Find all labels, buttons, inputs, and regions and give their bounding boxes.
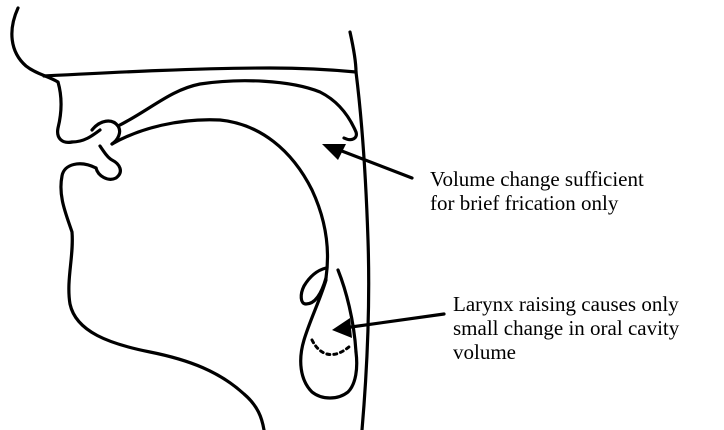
arrow-volume-shaft — [334, 148, 412, 178]
annotation-larynx-line2: small change in oral cavity — [453, 316, 679, 340]
arrow-larynx-shaft — [344, 314, 444, 328]
hard-palate — [44, 68, 356, 76]
larynx-back-wall — [338, 270, 356, 352]
annotation-volume-change: Volume change sufficient for brief frica… — [430, 167, 644, 215]
chin-outline — [61, 164, 264, 430]
annotation-larynx-raising: Larynx raising causes only small change … — [453, 292, 679, 364]
annotation-larynx-line1: Larynx raising causes only — [453, 292, 679, 316]
tongue-surface — [112, 120, 327, 278]
back-of-head — [350, 32, 356, 72]
pharyngeal-wall — [356, 72, 369, 430]
epiglottis — [301, 268, 326, 304]
vocal-folds-dotted — [312, 340, 350, 355]
lower-lip — [96, 146, 120, 179]
upper-lip — [72, 130, 100, 142]
palate-arch — [118, 81, 356, 140]
annotation-volume-line2: for brief frication only — [430, 191, 644, 215]
annotation-larynx-line3: volume — [453, 340, 679, 364]
arrow-larynx-head — [332, 318, 352, 338]
annotation-volume-line1: Volume change sufficient — [430, 167, 644, 191]
